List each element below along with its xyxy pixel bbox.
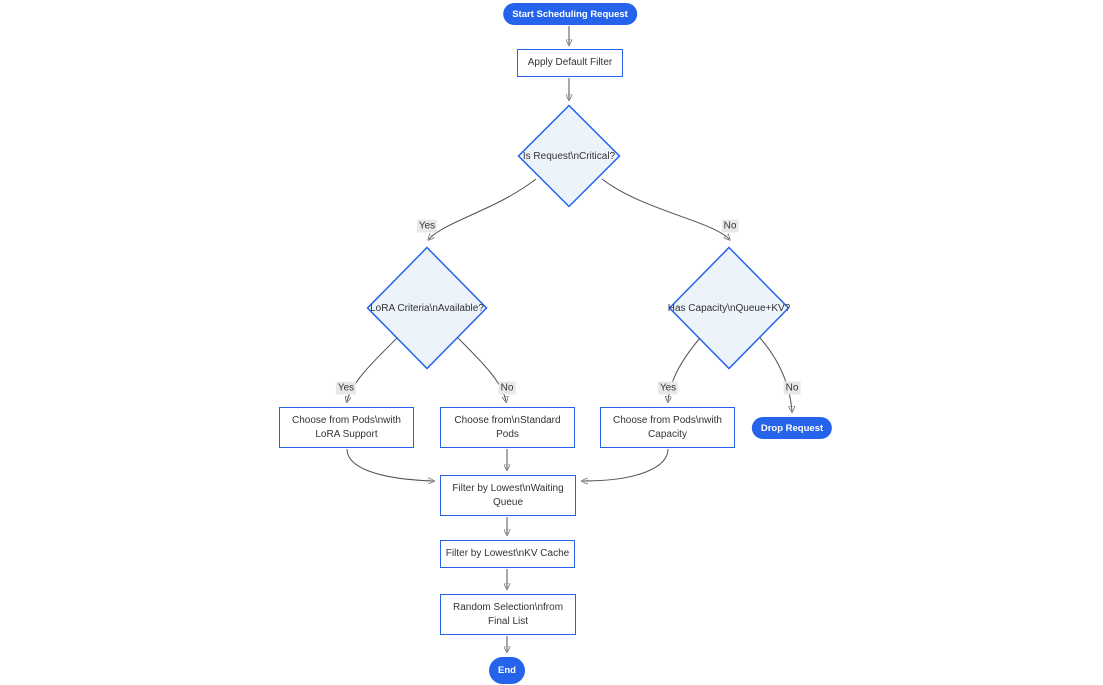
node-filter-lowest-waiting-queue-line2: Queue xyxy=(492,496,524,508)
edge-lora-yes xyxy=(347,337,398,401)
diamond-shape xyxy=(366,246,488,370)
node-filter-lowest-waiting-queue-line1: Filter by Lowest\nWaiting xyxy=(452,482,564,494)
node-lora-criteria-available-label: LoRA Criteria\nAvailable? xyxy=(370,302,484,314)
node-has-capacity-queue-kv: Has Capacity\nQueue+KV? xyxy=(668,246,790,370)
node-is-request-critical: Is Request\nCritical? xyxy=(517,104,621,208)
edge-capacity-yes xyxy=(668,337,701,401)
edge-label-capacity-yes: Yes xyxy=(657,381,679,395)
node-choose-pods-capacity-line1: Choose from Pods\nwith xyxy=(613,414,722,426)
node-apply-default-filter: Apply Default Filter xyxy=(517,49,623,77)
edge-lora-no xyxy=(457,337,506,401)
node-choose-pods-lora-support-line2: LoRA Support xyxy=(315,428,378,440)
node-filter-lowest-waiting-queue: Filter by Lowest\nWaiting Queue xyxy=(440,475,576,516)
edge-critical-yes xyxy=(429,178,537,239)
edge-capacitypods-filter xyxy=(583,448,669,481)
edge-critical-no xyxy=(601,178,729,239)
node-is-request-critical-label: Is Request\nCritical? xyxy=(522,150,616,162)
node-choose-pods-lora-support: Choose from Pods\nwith LoRA Support xyxy=(279,407,414,448)
node-drop-request: Drop Request xyxy=(751,417,833,439)
node-random-selection-final-list-line2: Final List xyxy=(487,615,528,627)
node-choose-pods-lora-support-line1: Choose from Pods\nwith xyxy=(292,414,401,426)
node-choose-standard-pods-line2: Pods xyxy=(496,428,519,440)
edge-label-lora-no: No xyxy=(498,381,516,395)
node-end: End xyxy=(489,657,525,684)
edge-label-lora-yes: Yes xyxy=(335,381,357,395)
node-choose-pods-capacity: Choose from Pods\nwith Capacity xyxy=(600,407,735,448)
edge-lorapods-filter xyxy=(346,448,433,481)
node-end-label: End xyxy=(498,665,516,676)
edge-label-critical-no: No xyxy=(721,219,739,233)
node-drop-request-label: Drop Request xyxy=(760,422,824,434)
edge-label-capacity-no: No xyxy=(783,381,801,395)
edge-capacity-no xyxy=(759,337,792,411)
node-choose-pods-capacity-line2: Capacity xyxy=(648,428,687,440)
diamond-shape xyxy=(517,104,621,208)
diamond-shape xyxy=(668,246,790,370)
node-filter-lowest-kv-cache-label: Filter by Lowest\nKV Cache xyxy=(445,548,570,559)
node-start: Start Scheduling Request xyxy=(503,3,637,25)
node-lora-criteria-available: LoRA Criteria\nAvailable? xyxy=(366,246,488,370)
edge-label-critical-yes: Yes xyxy=(416,219,438,233)
node-random-selection-final-list-line1: Random Selection\nfrom xyxy=(452,601,564,613)
node-choose-standard-pods: Choose from\nStandard Pods xyxy=(440,407,575,448)
node-apply-default-filter-label: Apply Default Filter xyxy=(527,57,613,68)
node-start-label: Start Scheduling Request xyxy=(512,8,628,20)
node-filter-lowest-kv-cache: Filter by Lowest\nKV Cache xyxy=(440,540,575,568)
node-choose-standard-pods-line1: Choose from\nStandard xyxy=(454,414,561,426)
node-random-selection-final-list: Random Selection\nfrom Final List xyxy=(440,594,576,635)
node-has-capacity-queue-kv-label: Has Capacity\nQueue+KV? xyxy=(667,302,791,314)
